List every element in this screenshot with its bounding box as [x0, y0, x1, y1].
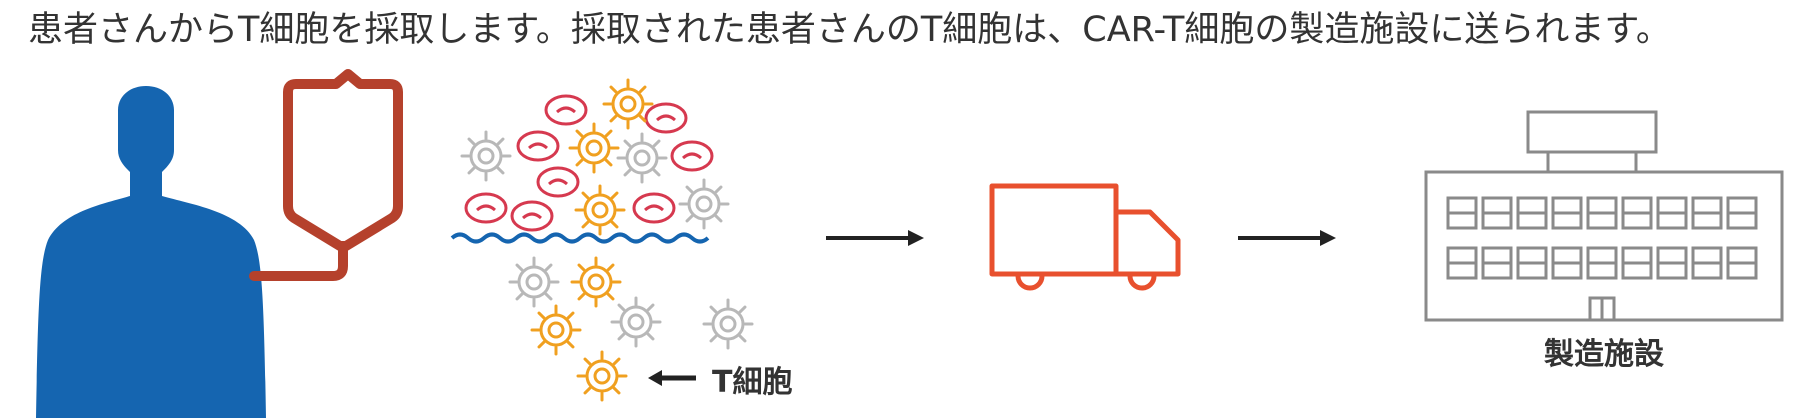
factory-building-icon: [1424, 110, 1784, 322]
other-cell: [508, 256, 560, 308]
red-blood-cell: [632, 192, 676, 224]
red-blood-cell: [644, 102, 688, 134]
patient-silhouette-icon: [36, 86, 266, 418]
other-cell: [610, 296, 662, 348]
red-blood-cell: [464, 192, 508, 224]
arrow-right-icon: [826, 230, 924, 246]
t-cell: [576, 350, 628, 402]
t-cell: [574, 184, 626, 236]
t-cell-label-group: T細胞: [648, 365, 792, 400]
red-blood-cell: [510, 200, 554, 232]
red-blood-cell: [516, 130, 560, 162]
t-cell: [570, 256, 622, 308]
other-cell: [616, 132, 668, 184]
blood-cells-icon: [450, 78, 754, 402]
t-cell-label: T細胞: [712, 365, 792, 400]
delivery-truck-icon: [989, 183, 1181, 291]
other-cell: [678, 178, 730, 230]
arrow-right-icon: [1238, 230, 1336, 246]
t-cell: [530, 304, 582, 356]
t-cell: [602, 78, 654, 130]
plasma-wave: [450, 232, 710, 244]
facility-label: 製造施設: [1544, 337, 1664, 372]
red-blood-cell: [670, 140, 714, 172]
caption: 患者さんからT細胞を採取します。採取された患者さんのT細胞は、CAR-T細胞の製…: [28, 10, 1671, 50]
red-blood-cell: [544, 94, 588, 126]
red-blood-cell: [536, 166, 580, 198]
t-cell: [568, 122, 620, 174]
other-cell: [460, 130, 512, 182]
iv-bag-icon: [249, 69, 403, 281]
other-cell: [702, 298, 754, 350]
